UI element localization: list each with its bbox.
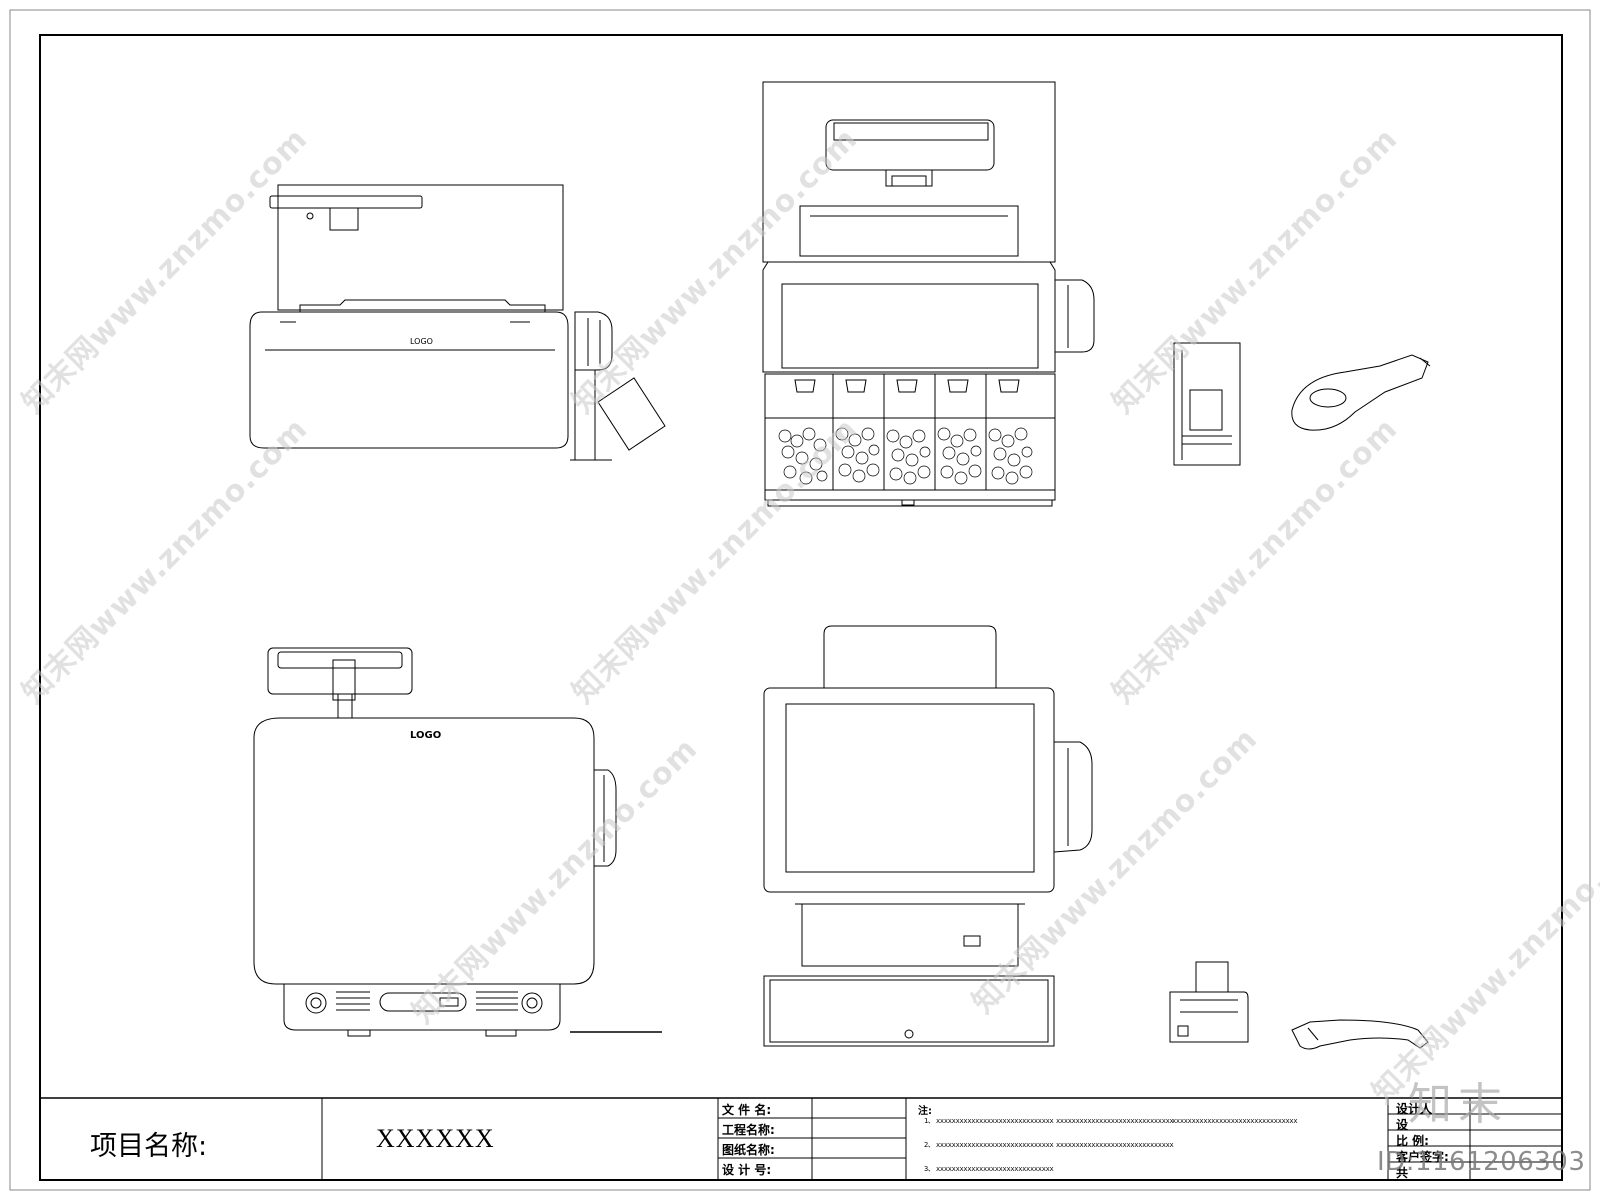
scanner-top-view: [1291, 354, 1431, 431]
title-block: [40, 1097, 1562, 1180]
logo-text-rear: LOGO: [410, 730, 441, 741]
pos-top-view: [762, 81, 1095, 507]
project-name-value: XXXXXX: [376, 1124, 495, 1153]
notes-title: 注:: [918, 1106, 932, 1117]
project-title-label: 工程名称:: [722, 1123, 775, 1137]
note-3-text-a: xxxxxxxxxxxxxxxxxxxxxxxxxxxxxx: [936, 1165, 1054, 1173]
total-sheets-label: 共: [1396, 1166, 1409, 1180]
note-2-prefix: 2、: [924, 1141, 935, 1149]
note-3-prefix: 3、: [924, 1165, 935, 1173]
note-1-text-c: xxxxxxxxxxxxxxxxxxxxxxxxxxxxxxxx: [1172, 1117, 1298, 1125]
watermark-brand: 知末: [1408, 1079, 1508, 1130]
pos-rear-view: [253, 647, 662, 1037]
note-1-prefix: 1、: [924, 1117, 935, 1125]
outer-frame: [9, 9, 1591, 1191]
note-2-text-a: xxxxxxxxxxxxxxxxxxxxxxxxxxxxxx: [936, 1141, 1054, 1149]
drawing-name-label: 图纸名称:: [722, 1143, 775, 1157]
note-2-text-b: xxxxxxxxxxxxxxxxxxxxxxxxxxxxxx: [1056, 1141, 1174, 1149]
designer-label: 设计人: [1396, 1102, 1433, 1116]
design-number-label: 设 计 号:: [722, 1163, 772, 1177]
pos-front-view: [763, 625, 1093, 1047]
note-1-text-b: xxxxxxxxxxxxxxxxxxxxxxxxxxxxxx: [1056, 1117, 1174, 1125]
design-label: 设: [1396, 1118, 1409, 1132]
project-name-label: 项目名称:: [90, 1131, 208, 1162]
printer-top-view: [1173, 342, 1241, 466]
watermark-id: ID:1161206303: [1377, 1147, 1586, 1177]
pos-side-view: [249, 184, 666, 461]
note-1-text-a: xxxxxxxxxxxxxxxxxxxxxxxxxxxxxx: [936, 1117, 1054, 1125]
scale-label: 比 例:: [1396, 1134, 1429, 1148]
file-name-label: 文 件 名:: [722, 1103, 772, 1117]
scanner-side-view: [1291, 1019, 1429, 1050]
printer-side-view: [1169, 961, 1249, 1043]
logo-text-side: LOGO: [410, 337, 433, 346]
inner-frame: [39, 34, 1563, 1181]
client-signature-label: 客户签字:: [1396, 1150, 1449, 1164]
